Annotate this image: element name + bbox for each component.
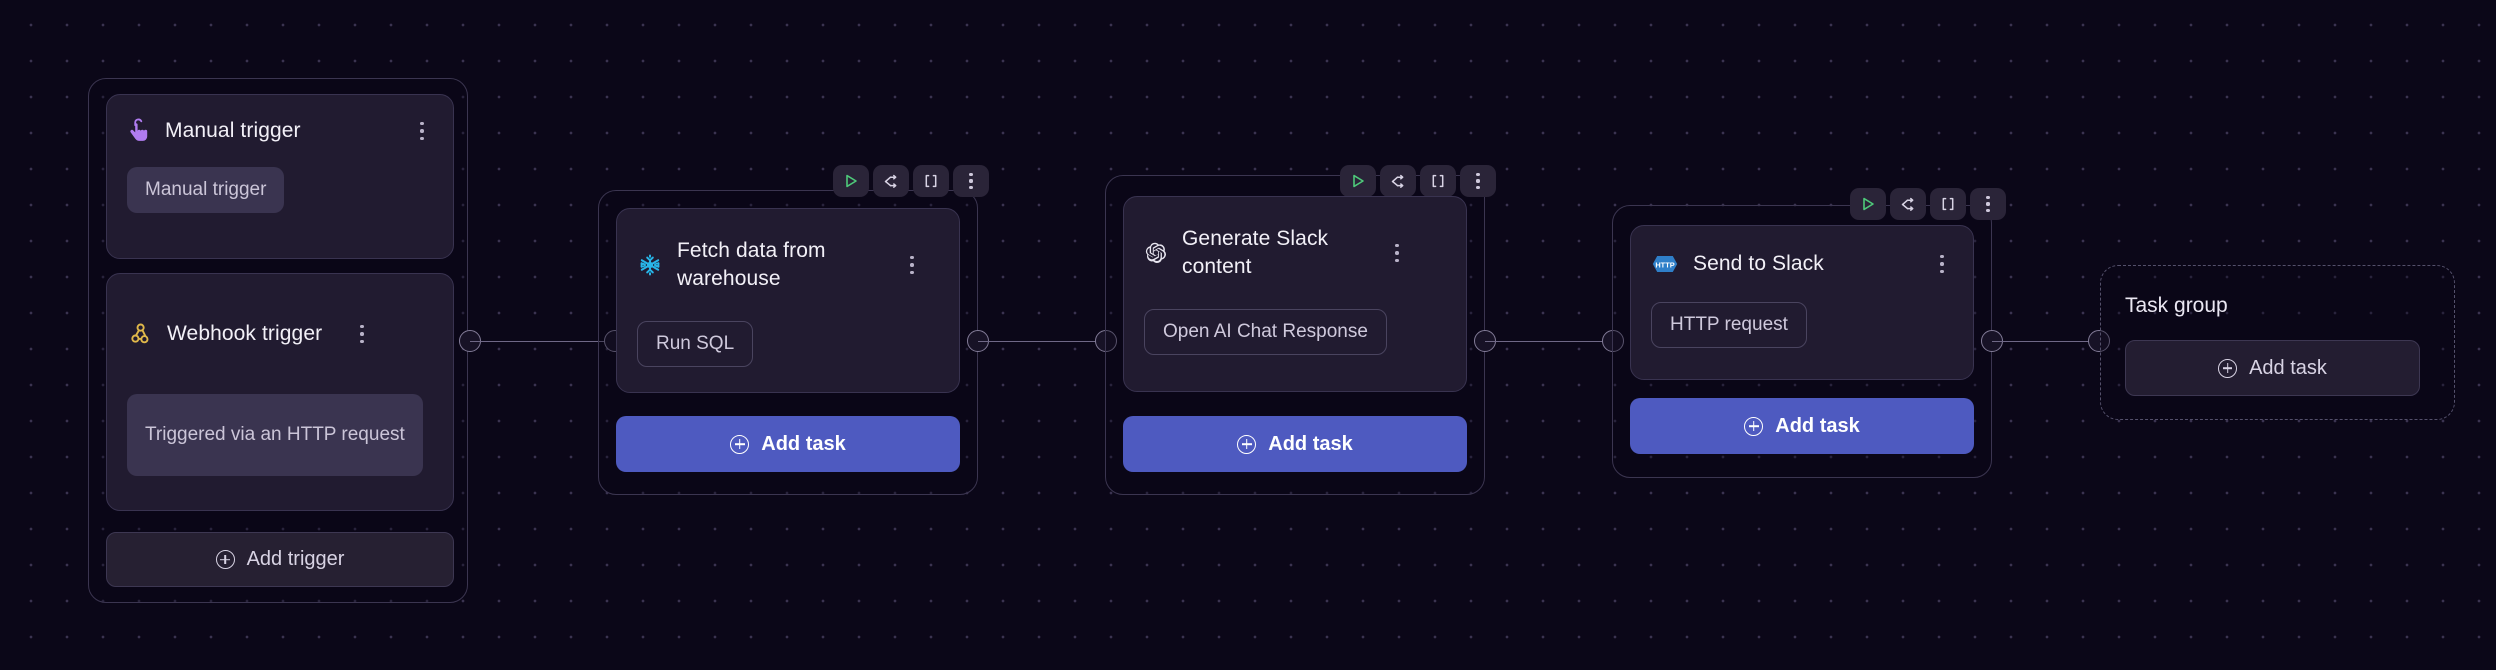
add-task-button-1[interactable]: Add task — [616, 416, 960, 472]
add-task-button-2[interactable]: Add task — [1123, 416, 1467, 472]
webhook-icon — [127, 321, 153, 347]
branch-icon[interactable] — [1890, 188, 1926, 220]
task-card-header: Fetch data from warehouse — [617, 209, 959, 321]
brackets-icon[interactable] — [1930, 188, 1966, 220]
branch-icon[interactable] — [873, 165, 909, 197]
more-options-icon[interactable] — [351, 321, 373, 347]
pointing-hand-icon — [127, 118, 151, 144]
run-icon[interactable] — [833, 165, 869, 197]
more-options-icon[interactable] — [1386, 240, 1408, 266]
more-options-icon[interactable] — [1970, 188, 2006, 220]
branch-icon[interactable] — [1380, 165, 1416, 197]
add-task-label: Add task — [1775, 414, 1860, 437]
task-card-2[interactable]: Generate Slack content Open AI Chat Resp… — [1123, 196, 1467, 392]
run-icon[interactable] — [1850, 188, 1886, 220]
add-task-label: Add task — [1268, 432, 1353, 455]
task-pill[interactable]: Run SQL — [637, 321, 754, 367]
trigger-title: Manual trigger — [165, 119, 301, 142]
plus-icon — [1237, 434, 1257, 454]
task-title: Generate Slack content — [1182, 227, 1329, 278]
more-options-icon[interactable] — [411, 118, 433, 144]
connector-port-in-group2[interactable] — [1095, 330, 1117, 352]
more-options-icon[interactable] — [1460, 165, 1496, 197]
trigger-title: Webhook trigger — [167, 322, 323, 345]
add-task-button-3[interactable]: Add task — [1630, 398, 1974, 454]
add-trigger-button[interactable]: Add trigger — [106, 532, 454, 587]
plus-icon — [1744, 416, 1764, 436]
connector-wire — [1992, 341, 2096, 342]
add-trigger-label: Add trigger — [246, 548, 345, 570]
trigger-pill[interactable]: Triggered via an HTTP request — [127, 394, 423, 476]
plus-icon — [2218, 358, 2238, 378]
svg-text:HTTP: HTTP — [1655, 261, 1674, 270]
trigger-card-header: Manual trigger — [107, 95, 453, 167]
plus-icon — [730, 434, 750, 454]
task-card-1[interactable]: Fetch data from warehouse Run SQL — [616, 208, 960, 393]
trigger-card-manual[interactable]: Manual trigger Manual trigger — [106, 94, 454, 259]
task-group-toolbar-1[interactable] — [833, 165, 989, 197]
connector-wire — [470, 341, 614, 342]
task-pill[interactable]: HTTP request — [1651, 302, 1807, 348]
brackets-icon[interactable] — [1420, 165, 1456, 197]
brackets-icon[interactable] — [913, 165, 949, 197]
snowflake-icon — [637, 252, 663, 278]
more-options-icon[interactable] — [1931, 251, 1953, 277]
task-card-3[interactable]: HTTP Send to Slack HTTP request — [1630, 225, 1974, 380]
add-task-label: Add task — [2249, 356, 2327, 379]
task-group-toolbar-2[interactable] — [1340, 165, 1496, 197]
more-options-icon[interactable] — [953, 165, 989, 197]
task-card-header: HTTP Send to Slack — [1631, 226, 1973, 302]
plus-icon — [215, 550, 235, 569]
connector-wire — [1485, 341, 1610, 342]
task-group-toolbar-3[interactable] — [1850, 188, 2006, 220]
task-title: Send to Slack — [1693, 252, 1824, 275]
openai-icon — [1144, 241, 1168, 265]
task-card-header: Generate Slack content — [1124, 197, 1466, 309]
run-icon[interactable] — [1340, 165, 1376, 197]
add-task-button-empty-group[interactable]: Add task — [2125, 340, 2420, 396]
connector-port-in-empty-group[interactable] — [2088, 330, 2110, 352]
task-pill[interactable]: Open AI Chat Response — [1144, 309, 1387, 355]
connector-port-in-group3[interactable] — [1602, 330, 1624, 352]
add-task-label: Add task — [761, 432, 846, 455]
more-options-icon[interactable] — [901, 252, 923, 278]
trigger-card-header: Webhook trigger — [107, 274, 453, 394]
trigger-pill[interactable]: Manual trigger — [127, 167, 285, 213]
connector-wire — [978, 341, 1103, 342]
task-title: Fetch data from warehouse — [677, 239, 826, 290]
trigger-card-webhook[interactable]: Webhook trigger Triggered via an HTTP re… — [106, 273, 454, 511]
empty-task-group-title: Task group — [2125, 294, 2228, 317]
http-badge-icon: HTTP — [1651, 254, 1679, 274]
